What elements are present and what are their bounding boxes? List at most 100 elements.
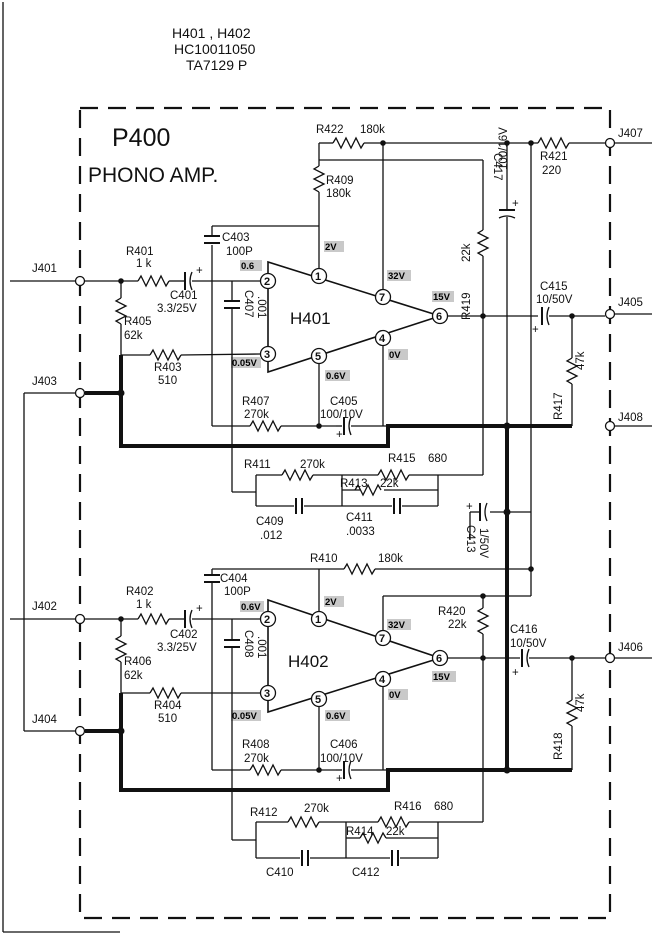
label-c412: C412 <box>352 867 380 879</box>
resistor-r405 <box>114 297 128 325</box>
svg-text:7: 7 <box>379 633 385 645</box>
value-r408: 270k <box>244 753 269 765</box>
pin-h402-3: 3 <box>259 684 277 702</box>
resistor-r408 <box>249 763 282 777</box>
board-name: P400 <box>112 124 170 152</box>
value-r404: 510 <box>158 713 177 725</box>
value-r414: 22k <box>386 826 405 838</box>
ground-bus-upper <box>85 391 572 448</box>
label-c407: C407 <box>242 290 254 318</box>
value-c403: 100P <box>226 246 253 258</box>
resistor-r421 <box>537 136 570 150</box>
label-c403: C403 <box>222 232 250 244</box>
resistor-r401 <box>137 274 170 288</box>
svg-text:2: 2 <box>264 276 270 288</box>
svg-text:3: 3 <box>264 349 270 361</box>
label-c406: C406 <box>330 739 358 751</box>
label-c413: C413 <box>464 525 476 553</box>
value-r406: 62k <box>124 670 143 682</box>
resistor-r414 <box>359 831 387 845</box>
label-r409: R409 <box>326 175 354 187</box>
value-r407: 270k <box>244 409 269 421</box>
resistor-r407 <box>249 419 282 433</box>
resistor-r413 <box>354 483 382 497</box>
label-r404: R404 <box>154 700 182 712</box>
svg-text:+: + <box>196 265 203 277</box>
value-c406: 100/10V <box>320 753 363 765</box>
svg-text:+: + <box>512 667 519 679</box>
resistor-r406 <box>114 635 128 663</box>
value-r401: 1 k <box>136 258 152 270</box>
connector-j403: J403 <box>32 376 86 399</box>
label-r412: R412 <box>250 807 278 819</box>
label-r419: R419 <box>461 293 473 321</box>
connector-j401: J401 <box>10 263 86 287</box>
value-r413: 22k <box>380 478 399 490</box>
voltage-tag: 15V <box>432 291 454 303</box>
label-c417: C417 <box>491 153 503 181</box>
pin-h401-5: 5 <box>310 347 328 365</box>
label-r407: R407 <box>242 396 270 408</box>
label-r411: R411 <box>244 459 271 471</box>
capacitor-c415 <box>541 306 550 326</box>
value-r422: 180k <box>360 124 385 136</box>
pin-h402-5: 5 <box>310 690 328 708</box>
pin-h401-6: 6 <box>431 307 449 325</box>
label-j401: J401 <box>32 263 57 275</box>
svg-text:0V: 0V <box>389 350 401 361</box>
label-j405: J405 <box>618 297 643 309</box>
resistor-r403 <box>149 348 182 362</box>
pin-h402-4: 4 <box>374 670 392 688</box>
value-r402: 1 k <box>136 599 152 611</box>
label-r410: R410 <box>310 553 338 565</box>
svg-text:+: + <box>532 324 539 336</box>
svg-text:0.6V: 0.6V <box>326 371 346 382</box>
capacitor-c413 <box>479 502 488 522</box>
voltage-tag: 0.05V <box>231 710 261 722</box>
label-j404: J404 <box>32 714 58 726</box>
connector-j407: J407 <box>604 128 652 149</box>
value-c401: 3.3/25V <box>157 303 197 315</box>
svg-text:1: 1 <box>315 271 321 283</box>
value-r412: 270k <box>304 803 329 815</box>
resistor-r410 <box>343 562 376 576</box>
value-r409: 180k <box>326 188 351 200</box>
label-r416: R416 <box>394 801 422 813</box>
svg-text:+: + <box>466 501 473 513</box>
value-r416: 680 <box>434 801 453 813</box>
voltage-tag: 0.6 <box>240 260 262 272</box>
voltage-tag: 0V <box>388 689 408 701</box>
label-r406: R406 <box>124 656 152 668</box>
junction <box>503 766 511 774</box>
value-r411: 270k <box>300 459 325 471</box>
pin-h402-1: 1 <box>310 610 328 628</box>
value-r405: 62k <box>124 330 143 342</box>
header-part-number: HC10011050 <box>174 41 256 57</box>
label-r408: R408 <box>242 739 270 751</box>
resistor-r412 <box>287 815 320 829</box>
ic-h401-body <box>267 260 443 374</box>
label-r422: R422 <box>316 124 344 136</box>
svg-text:0.6: 0.6 <box>241 261 254 272</box>
capacitor-c406 <box>343 760 352 780</box>
label-r417: R417 <box>553 393 565 421</box>
value-r419: 22k <box>461 243 473 262</box>
label-r413: R413 <box>340 478 368 490</box>
label-r420: R420 <box>438 606 466 618</box>
label-c410: C410 <box>266 867 294 879</box>
ground-bus-lower <box>85 729 572 792</box>
svg-text:15V: 15V <box>433 292 451 303</box>
svg-text:15V: 15V <box>433 672 451 683</box>
label-c408: C408 <box>242 630 254 658</box>
label-j403: J403 <box>32 376 57 388</box>
value-c408: .001 <box>255 636 267 658</box>
svg-text:32V: 32V <box>388 271 406 282</box>
pin-h401-7: 7 <box>374 288 392 306</box>
svg-text:5: 5 <box>315 351 321 363</box>
ic-h401-label: H401 <box>290 309 331 328</box>
resistor-r416 <box>377 815 410 829</box>
voltage-tag: 0.6V <box>325 710 350 722</box>
label-j408: J408 <box>618 412 643 424</box>
junction <box>117 389 125 397</box>
